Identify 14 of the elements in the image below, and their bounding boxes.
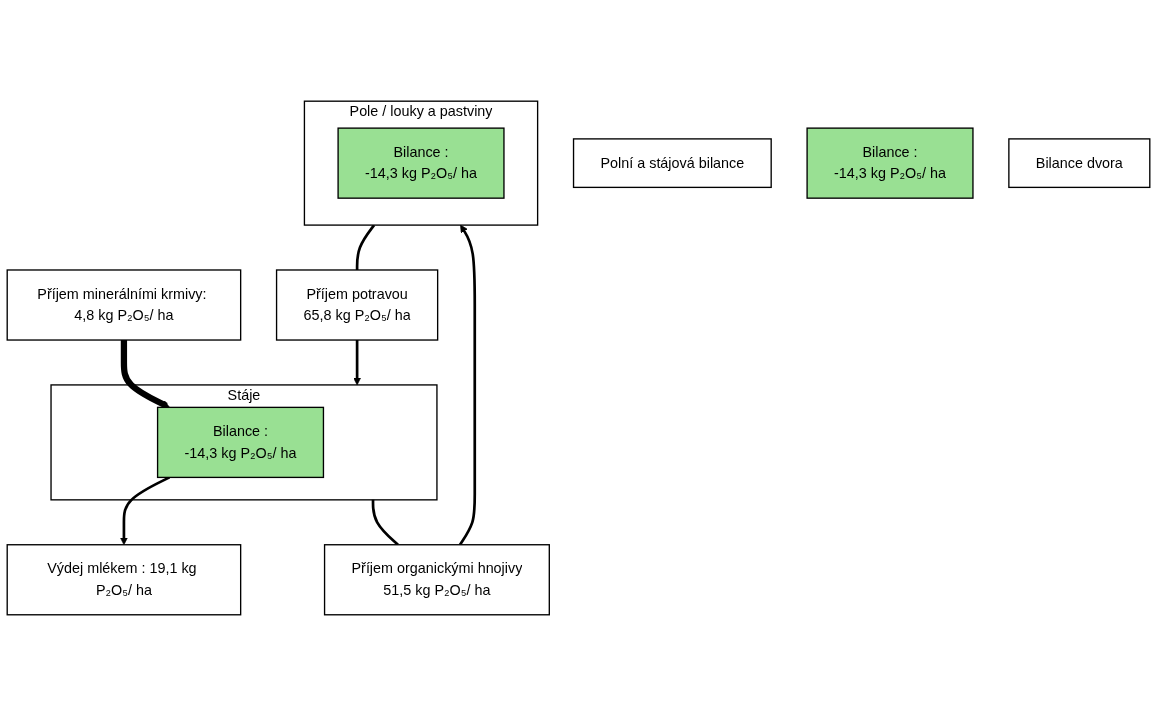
arrow bbox=[353, 339, 362, 385]
node-box: Příjem minerálními krmivy: 4,8 kg P₂O₅/ ha bbox=[6, 268, 242, 341]
arrow bbox=[458, 224, 477, 545]
node-box: Polní a stájová bilance bbox=[572, 137, 772, 188]
connector bbox=[355, 223, 376, 270]
node-box: Příjem organickými hnojivy 51,5 kg P₂O₅/ ha bbox=[323, 543, 550, 615]
node-box: Bilance : -14,3 kg P₂O₅/ ha bbox=[806, 126, 974, 199]
node-box: Bilance : -14,3 kg P₂O₅/ ha bbox=[156, 406, 325, 478]
arrow bbox=[120, 475, 171, 545]
node-box: Bilance : -14,3 kg P₂O₅/ ha bbox=[337, 126, 505, 199]
connector bbox=[371, 499, 399, 546]
node-box: Výdej mlékem : 19,1 kg P₂O₅/ ha bbox=[6, 543, 242, 615]
node-box: Bilance dvora bbox=[1008, 137, 1151, 188]
node-box: Příjem potravou 65,8 kg P₂O₅/ ha bbox=[275, 268, 439, 341]
